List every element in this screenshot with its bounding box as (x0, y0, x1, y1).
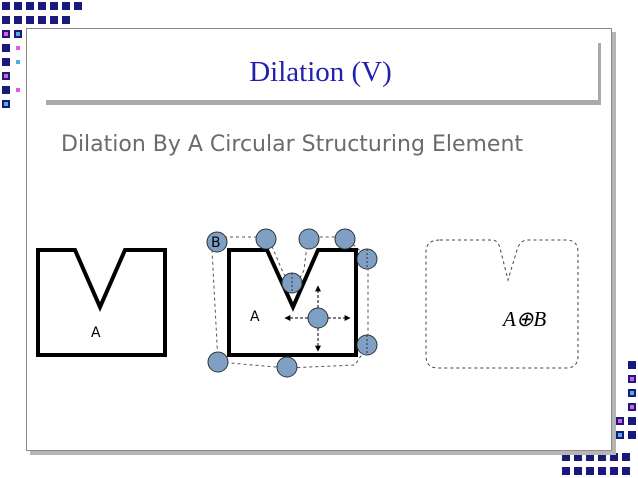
structuring-circle (255, 228, 277, 250)
slide-title: Dilation (V) (249, 56, 392, 88)
structuring-circle (334, 228, 356, 250)
structuring-circle (298, 228, 320, 250)
title-box (43, 38, 598, 100)
label-a-left: A (91, 325, 101, 341)
shape-a-middle (227, 248, 358, 357)
structuring-circle (307, 307, 329, 329)
direction-arrows (284, 285, 351, 352)
label-b: B (211, 235, 221, 251)
result-formula: A⊕B (503, 307, 547, 331)
structuring-circle (276, 356, 298, 378)
structuring-circle (207, 351, 229, 373)
label-a-middle: A (250, 309, 260, 325)
shape-a-left (36, 248, 167, 357)
corner-pattern-bottom-right (562, 361, 636, 475)
corner-pattern-top-left (2, 2, 82, 108)
structuring-circle (206, 231, 228, 253)
result-shape-dilated (425, 239, 579, 369)
slide-subtitle: Dilation By A Circular Structuring Eleme… (61, 132, 524, 157)
